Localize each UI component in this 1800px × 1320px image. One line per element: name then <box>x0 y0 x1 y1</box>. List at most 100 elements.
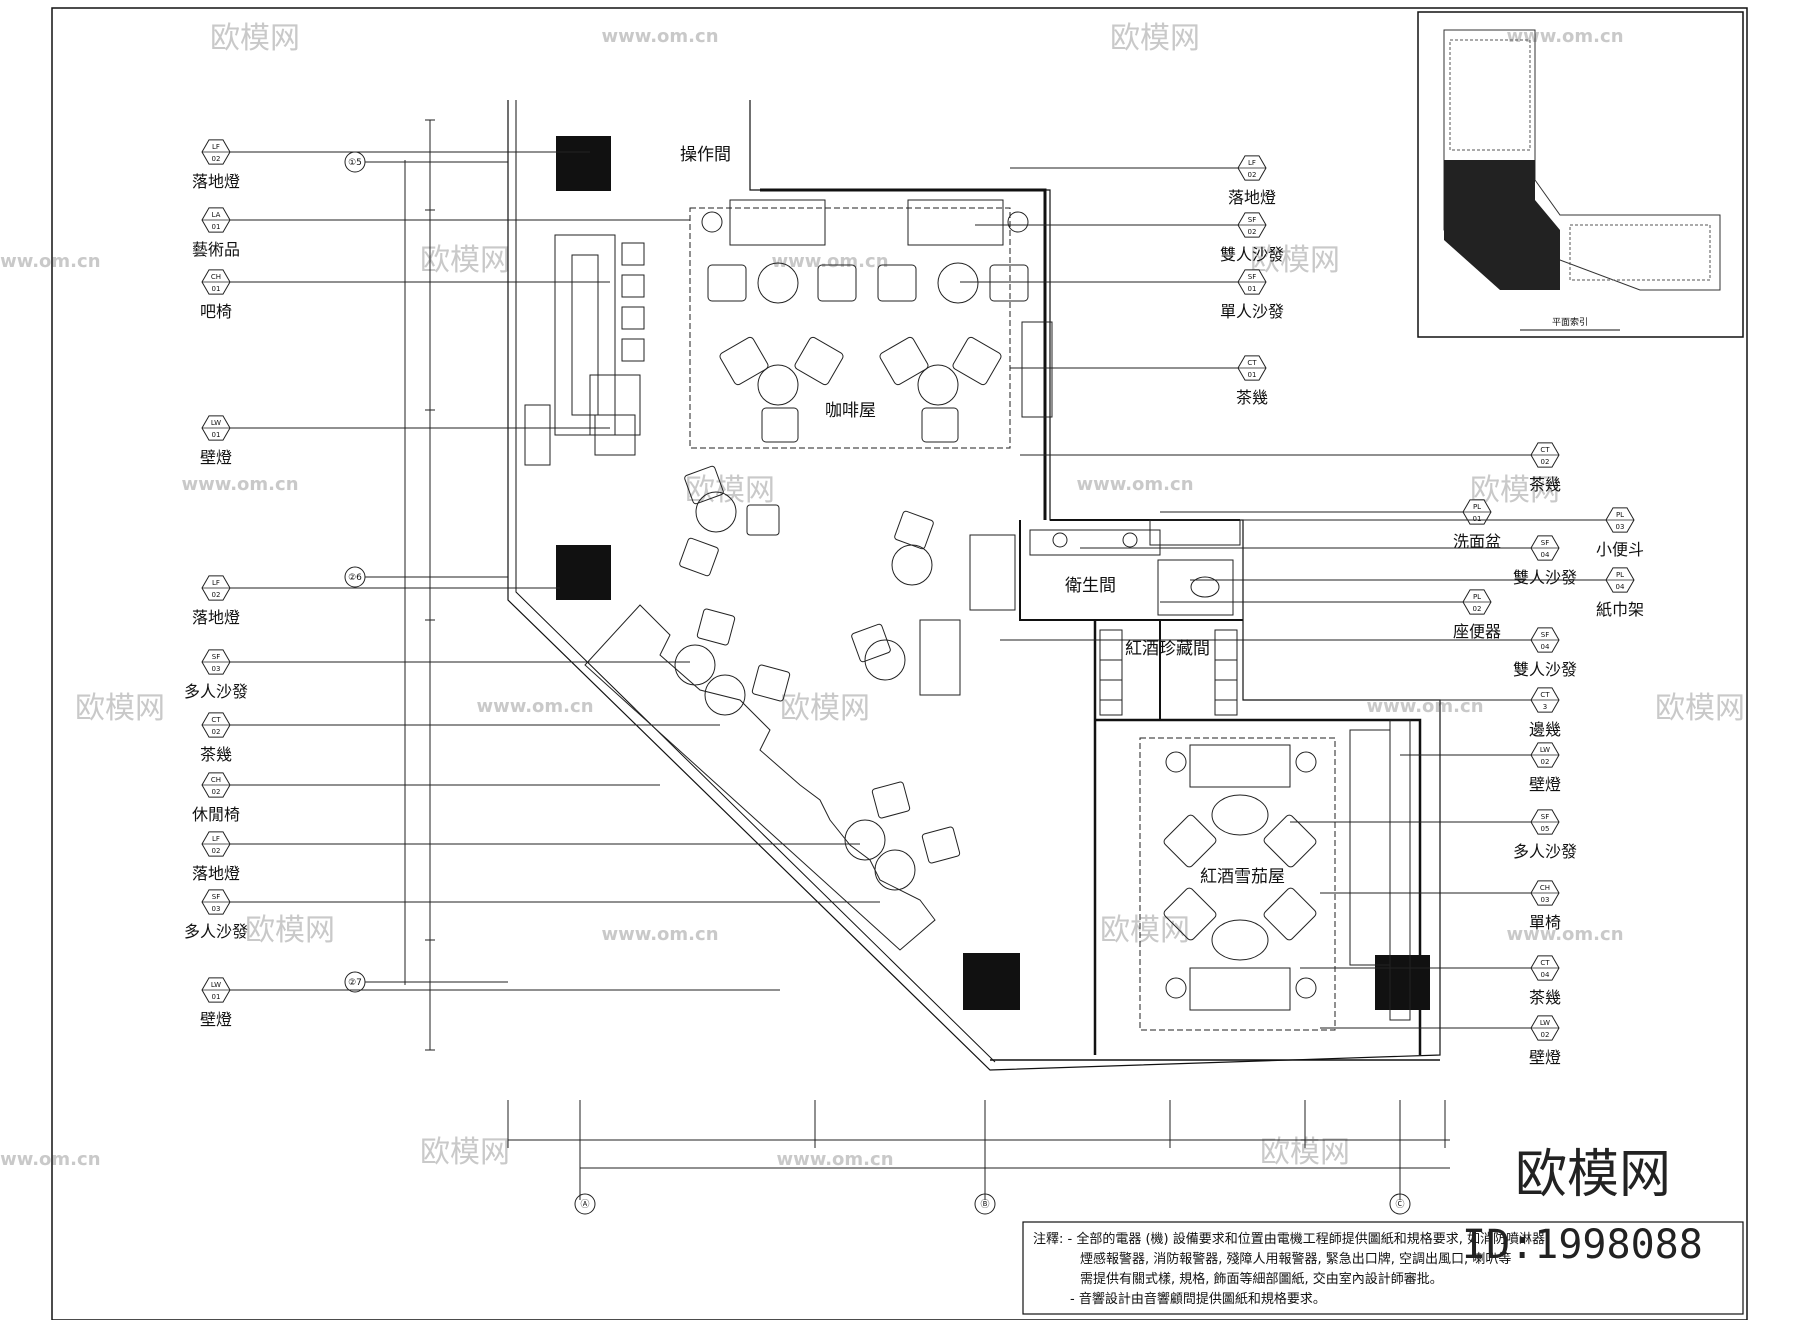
callout-number: 04 <box>1541 551 1550 559</box>
callout-number: 01 <box>212 285 221 293</box>
callout-number: 03 <box>212 665 221 673</box>
callout-code: SF <box>1541 813 1549 821</box>
callout-label: 茶幾 <box>1529 475 1561 494</box>
watermark-url: www.om.cn <box>771 251 888 272</box>
callout-label: 洗面盆 <box>1453 532 1501 551</box>
callout-label: 茶幾 <box>1529 988 1561 1007</box>
callout-code: CH <box>1540 884 1550 892</box>
watermark-url: www.om.cn <box>601 924 718 945</box>
callout-label: 落地燈 <box>1228 188 1276 207</box>
brand-id: ID:1998088 <box>1462 1222 1703 1268</box>
callout-label: 壁燈 <box>1529 1048 1561 1067</box>
grid-label-a: Ⓐ <box>580 1199 589 1210</box>
note-line-4: - 音響設計由音響顧問提供圖紙和規格要求。 <box>1070 1291 1326 1307</box>
watermark-url: www.om.cn <box>776 1149 893 1170</box>
callout-number: 02 <box>212 847 221 855</box>
callout-label: 落地燈 <box>192 608 240 627</box>
callout-label: 多人沙發 <box>184 922 248 941</box>
dimension-lines <box>404 119 1450 1200</box>
lounge-furniture <box>584 465 1016 951</box>
callout-code: PL <box>1616 571 1624 579</box>
callout-code: SF <box>1248 273 1256 281</box>
toilet-fixtures <box>1029 519 1241 616</box>
room-label-coffee: 咖啡屋 <box>825 401 876 421</box>
callout-code: PL <box>1473 593 1481 601</box>
watermark-logo: 欧模网 <box>780 691 870 726</box>
callout-number: 02 <box>1248 228 1257 236</box>
callout-label: 單人沙發 <box>1220 302 1284 321</box>
callout-code: LW <box>1540 746 1550 754</box>
watermark-layer: 欧模网欧模网欧模网欧模网欧模网欧模网欧模网欧模网欧模网欧模网欧模网欧模网欧模网w… <box>0 21 1745 1170</box>
callout-left: LW 01 壁燈 <box>200 415 610 467</box>
callout-number: 02 <box>1541 458 1550 466</box>
callout-label: 小便斗 <box>1596 540 1644 559</box>
callout-number: 02 <box>212 728 221 736</box>
callout-number: 04 <box>1541 971 1550 979</box>
grid-label-15: ①5 <box>348 158 362 168</box>
callout-right: CT 04 茶幾 <box>1300 955 1561 1007</box>
callout-label: 雙人沙發 <box>1220 245 1284 264</box>
callout-code: SF <box>1541 539 1549 547</box>
callout-label: 落地燈 <box>192 864 240 883</box>
callout-code: CT <box>211 716 221 724</box>
watermark-url: www.om.cn <box>601 26 718 47</box>
room-label-cigar: 紅酒雪茄屋 <box>1200 867 1285 887</box>
callout-label: 邊幾 <box>1529 720 1561 739</box>
watermark-logo: 欧模网 <box>1100 913 1190 948</box>
callout-code: PL <box>1616 511 1624 519</box>
callout-code: PL <box>1473 503 1481 511</box>
callout-number: 02 <box>212 591 221 599</box>
watermark-url: www.om.cn <box>1366 696 1483 717</box>
callout-number: 02 <box>212 155 221 163</box>
grid-markers <box>344 151 1411 1215</box>
callout-code: CT <box>1540 959 1550 967</box>
callout-label: 茶幾 <box>200 745 232 764</box>
callout-number: 01 <box>1248 371 1257 379</box>
callout-number: 04 <box>1541 643 1550 651</box>
callout-code: CT <box>1540 691 1550 699</box>
callout-number: 01 <box>212 431 221 439</box>
watermark-url: www.om.cn <box>1506 924 1623 945</box>
callout-label: 多人沙發 <box>1513 842 1577 861</box>
room-label-wine-store: 紅酒珍藏間 <box>1125 639 1210 659</box>
callout-label: 休閒椅 <box>192 805 240 824</box>
callout-code: LW <box>211 981 221 989</box>
grid-label-26: ②6 <box>348 573 362 583</box>
watermark-url: www.om.cn <box>181 474 298 495</box>
callout-number: 3 <box>1543 703 1547 711</box>
watermark-url: www.om.cn <box>476 696 593 717</box>
watermark-url: www.om.cn <box>1076 474 1193 495</box>
callout-code: LW <box>211 419 221 427</box>
watermark-logo: 欧模网 <box>1110 21 1200 56</box>
callout-code: SF <box>212 893 220 901</box>
note-line-3: 需提供有關式樣, 規格, 飾面等細部圖紙, 交由室內設計師審批。 <box>1080 1271 1443 1287</box>
callout-number: 03 <box>1541 896 1550 904</box>
room-label-toilet: 衛生間 <box>1065 576 1116 596</box>
callout-label: 吧椅 <box>200 302 232 321</box>
callout-code: SF <box>1541 631 1549 639</box>
callout-left: CT 02 茶幾 <box>200 712 720 764</box>
callout-label: 壁燈 <box>200 448 232 467</box>
callout-label: 單椅 <box>1529 913 1561 932</box>
key-plan: 平面索引 <box>1417 11 1744 338</box>
callout-number: 05 <box>1541 825 1550 833</box>
callout-number: 01 <box>212 993 221 1001</box>
callout-code: LA <box>212 211 221 219</box>
